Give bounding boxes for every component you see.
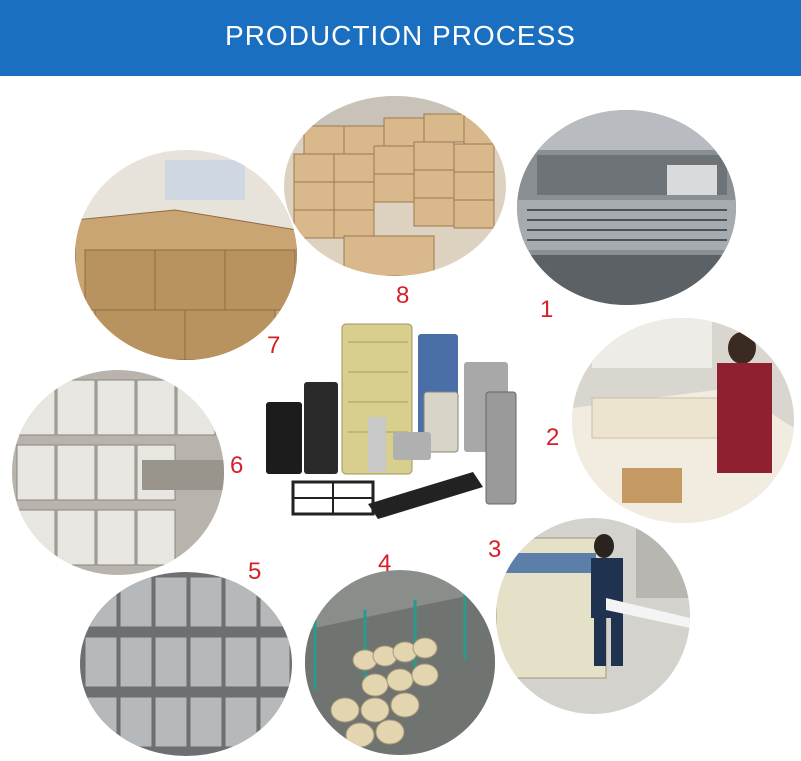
step-4-number: 4 [378, 550, 392, 577]
step-6-number: 6 [230, 452, 244, 479]
step-8-photo [284, 96, 506, 276]
header-banner: PRODUCTION PROCESS [0, 0, 801, 76]
step-2-number: 2 [546, 424, 560, 451]
step-1-number: 1 [540, 296, 554, 323]
step-1-photo [517, 110, 736, 305]
step-5-number: 5 [248, 558, 262, 585]
step-8-number: 8 [396, 282, 410, 309]
step-3-photo [496, 518, 690, 714]
step-7-number: 7 [267, 332, 281, 359]
step-6-photo [12, 370, 224, 575]
step-3-number: 3 [488, 536, 502, 563]
step-2-photo [572, 318, 794, 523]
step-5-photo [80, 572, 292, 756]
step-4-photo [305, 570, 495, 755]
page-title: PRODUCTION PROCESS [225, 20, 576, 51]
product-display [258, 322, 548, 522]
